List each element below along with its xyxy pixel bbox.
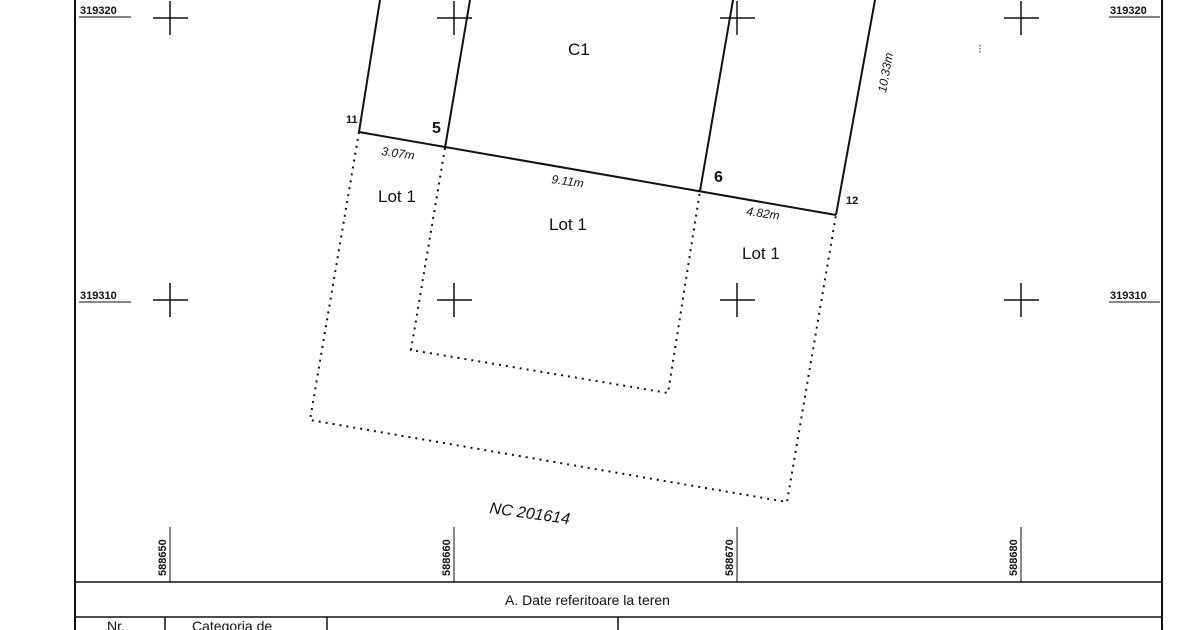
grid-cross xyxy=(437,283,472,317)
parcel-nc-label: NC 201614 xyxy=(488,500,571,528)
grid-cross xyxy=(720,1,755,35)
dimension-right-side: 10.33m xyxy=(875,52,896,94)
grid-cross xyxy=(1004,283,1039,317)
lot-label-right: Lot 1 xyxy=(742,244,780,263)
dimension-11-5: 3.07m xyxy=(381,144,416,163)
boundary-inner-right xyxy=(699,0,734,192)
table-header-nr: Nr. xyxy=(107,618,125,630)
lot-label-center: Lot 1 xyxy=(549,215,587,234)
grid-cross xyxy=(1004,1,1039,35)
grid-crosses xyxy=(153,1,1039,317)
dimension-6-12: 4.82m xyxy=(746,204,781,223)
point-6: 6 xyxy=(714,169,723,186)
building-label: C1 xyxy=(568,40,590,59)
easting-label-3: 588670 xyxy=(724,539,736,576)
point-5: 5 xyxy=(432,120,441,137)
parcel-boundary xyxy=(358,0,876,216)
table-section-title: A. Date referitoare la teren xyxy=(505,592,670,608)
northing-label-mid-left: 319310 xyxy=(80,290,117,302)
boundary-right-side xyxy=(835,0,876,216)
northing-label-top-left: 319320 xyxy=(80,5,117,17)
small-mark: ⁝ xyxy=(978,42,982,56)
point-12: 12 xyxy=(846,195,858,207)
boundary-front xyxy=(358,131,837,216)
boundary-left-side xyxy=(358,0,381,133)
northing-labels: 319320 319320 319310 319310 xyxy=(79,5,1160,303)
data-table xyxy=(75,581,1162,630)
easting-label-4: 588680 xyxy=(1008,539,1020,576)
boundary-inner-left xyxy=(444,0,471,149)
lot-label-left: Lot 1 xyxy=(378,187,416,206)
grid-cross xyxy=(153,1,188,35)
easting-ticks xyxy=(169,527,1022,582)
point-11: 11 xyxy=(346,114,358,126)
grid-cross xyxy=(153,283,188,317)
table-header-categoria: Categoria de xyxy=(192,618,272,630)
easting-label-1: 588650 xyxy=(157,539,169,576)
grid-cross xyxy=(720,283,755,317)
easting-label-2: 588660 xyxy=(441,539,453,576)
dotted-lots xyxy=(308,131,837,504)
northing-label-top-right: 319320 xyxy=(1110,5,1147,17)
northing-label-mid-right: 319310 xyxy=(1110,290,1147,302)
dimension-5-6: 9.11m xyxy=(551,172,585,190)
inner-lot-outline xyxy=(409,147,701,395)
